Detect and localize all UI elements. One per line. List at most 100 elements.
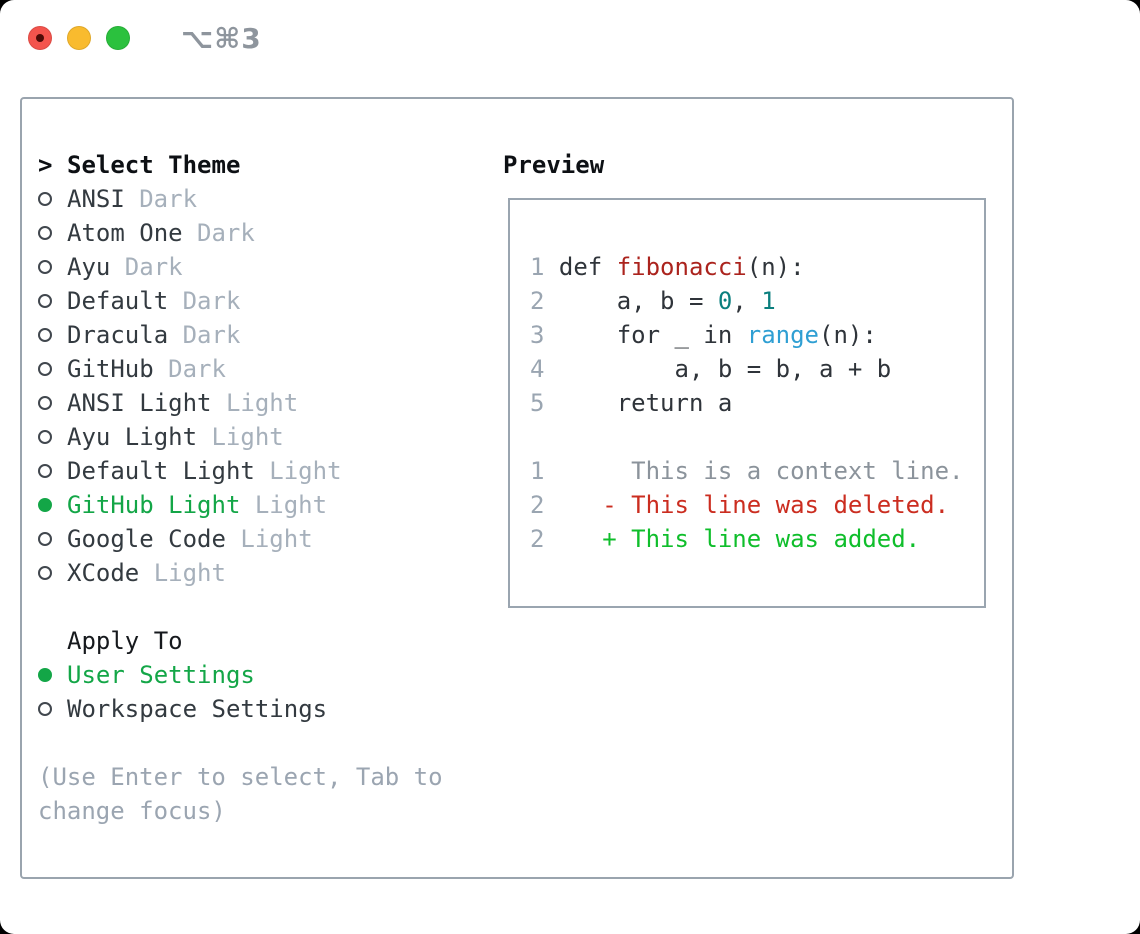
radio-icon xyxy=(38,668,52,682)
theme-variant: Light xyxy=(240,525,313,553)
code-segment: , xyxy=(732,287,762,315)
minimize-button[interactable] xyxy=(67,26,91,50)
zoom-button[interactable] xyxy=(106,26,130,50)
theme-name: Default xyxy=(67,287,169,315)
window-title: ⌥⌘3 xyxy=(181,21,262,55)
code-line xyxy=(530,420,970,454)
code-line: 2 + This line was added. xyxy=(530,522,970,556)
code-line: 5 return a xyxy=(530,386,970,420)
theme-variant: Dark xyxy=(182,321,241,349)
radio-icon xyxy=(38,498,52,512)
apply-option[interactable]: Workspace Settings xyxy=(38,692,503,726)
theme-option[interactable]: Atom One Dark xyxy=(38,216,503,250)
code-segment: fibonacci xyxy=(616,253,747,281)
theme-option[interactable]: GitHub Light Light xyxy=(38,488,503,522)
theme-option[interactable]: ANSI Dark xyxy=(38,182,503,216)
code-segment: a, b = b, a + b xyxy=(544,355,892,383)
code-segment: def xyxy=(544,253,617,281)
theme-option[interactable]: Ayu Dark xyxy=(38,250,503,284)
code-segment: 1 xyxy=(530,253,545,281)
apply-option[interactable]: User Settings xyxy=(38,658,503,692)
spacer xyxy=(38,726,503,760)
theme-name: ANSI xyxy=(67,185,125,213)
code-line: 3 for _ in range(n): xyxy=(530,318,970,352)
code-segment: (n): xyxy=(746,253,805,281)
apply-option-name: Workspace Settings xyxy=(67,695,328,723)
code-segment xyxy=(544,525,602,553)
titlebar: ⌥⌘3 xyxy=(28,22,262,55)
select-theme-header: > Select Theme xyxy=(38,148,503,182)
theme-option[interactable]: GitHub Dark xyxy=(38,352,503,386)
theme-name: Google Code xyxy=(67,525,226,553)
code-segment: a, b = xyxy=(544,287,718,315)
preview-column: Preview 1 def fibonacci(n):2 a, b = 0, 1… xyxy=(503,148,1012,877)
apply-option-name: User Settings xyxy=(67,661,255,689)
bullet-spacer xyxy=(38,634,52,648)
code-segment: range xyxy=(746,321,819,349)
code-segment: 1 xyxy=(761,287,776,315)
theme-name: GitHub xyxy=(67,355,154,383)
theme-option[interactable]: Default Light Light xyxy=(38,454,503,488)
theme-variant: Dark xyxy=(168,355,226,383)
keyboard-hint: (Use Enter to select, Tab to change focu… xyxy=(38,763,443,825)
radio-icon xyxy=(38,430,52,444)
theme-option[interactable]: Google Code Light xyxy=(38,522,503,556)
theme-name: XCode xyxy=(67,559,140,587)
theme-variant: Dark xyxy=(124,253,183,281)
close-button[interactable] xyxy=(28,26,52,50)
theme-name: Dracula xyxy=(67,321,169,349)
code-line: 1 This is a context line. xyxy=(530,454,970,488)
theme-option[interactable]: Default Dark xyxy=(38,284,503,318)
apply-to-label: Apply To xyxy=(67,627,183,655)
code-segment: + This line was added. xyxy=(602,525,921,553)
theme-variant: Dark xyxy=(139,185,198,213)
code-segment: 1 xyxy=(530,457,545,485)
theme-list: ANSI Dark Atom One Dark Ayu Dark Default… xyxy=(38,182,503,590)
theme-option[interactable]: Dracula Dark xyxy=(38,318,503,352)
theme-variant: Light xyxy=(211,423,284,451)
code-segment: 2 xyxy=(530,287,545,315)
radio-icon xyxy=(38,702,52,716)
theme-name: Ayu xyxy=(67,253,111,281)
radio-icon xyxy=(38,294,52,308)
radio-icon xyxy=(38,192,52,206)
close-dot-icon xyxy=(36,34,44,42)
code-segment: 5 xyxy=(530,389,545,417)
code-segment: - This line was deleted. xyxy=(602,491,950,519)
code-segment: 4 xyxy=(530,355,545,383)
radio-icon xyxy=(38,226,52,240)
theme-option[interactable]: ANSI Light Light xyxy=(38,386,503,420)
radio-icon xyxy=(38,260,52,274)
spacer xyxy=(38,590,503,624)
theme-variant: Dark xyxy=(182,287,241,315)
theme-list-column: > Select Theme ANSI Dark Atom One Dark A… xyxy=(38,148,503,877)
radio-icon xyxy=(38,396,52,410)
code-segment: 3 xyxy=(530,321,545,349)
theme-name: ANSI Light xyxy=(67,389,212,417)
code-line: 4 a, b = b, a + b xyxy=(530,352,970,386)
code-segment: This is a context line. xyxy=(544,457,964,485)
preview-header: Preview xyxy=(503,151,605,179)
code-line: 1 def fibonacci(n): xyxy=(530,250,970,284)
code-line: 2 - This line was deleted. xyxy=(530,488,970,522)
theme-picker-panel: > Select Theme ANSI Dark Atom One Dark A… xyxy=(20,97,1014,879)
code-segment: for _ in xyxy=(544,321,747,349)
theme-variant: Light xyxy=(269,457,342,485)
theme-option[interactable]: XCode Light xyxy=(38,556,503,590)
code-segment: 2 xyxy=(530,491,545,519)
code-segment: 0 xyxy=(717,287,733,315)
code-segment: return a xyxy=(544,389,733,417)
focus-caret-icon: > xyxy=(38,151,53,179)
radio-icon xyxy=(38,328,52,342)
code-segment xyxy=(544,491,602,519)
code-segment: 2 xyxy=(530,525,545,553)
code-segment: (n): xyxy=(819,321,877,349)
theme-variant: Light xyxy=(225,389,299,417)
select-theme-label: Select Theme xyxy=(67,151,241,179)
theme-option[interactable]: Ayu Light Light xyxy=(38,420,503,454)
apply-to-list: User Settings Workspace Settings xyxy=(38,658,503,726)
radio-icon xyxy=(38,566,52,580)
